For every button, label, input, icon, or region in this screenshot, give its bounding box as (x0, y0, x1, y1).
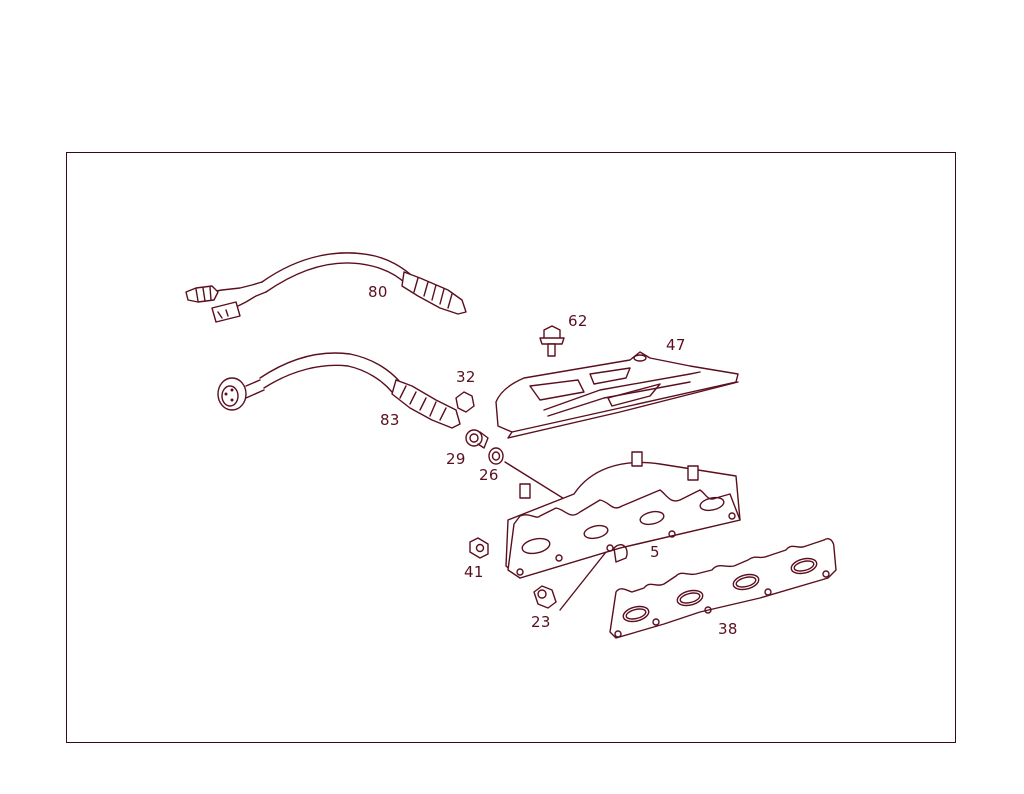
part-label-41: 41 (464, 563, 484, 581)
gasket-38-icon (609, 538, 837, 639)
plug-32-icon (455, 391, 475, 413)
exhaust-manifold-5-icon (505, 451, 741, 611)
part-label-26: 26 (479, 466, 499, 484)
part-label-62: 62 (568, 312, 588, 330)
nut-41-icon (469, 537, 489, 559)
part-label-32: 32 (456, 368, 476, 386)
heat-shield-47-icon (495, 351, 739, 439)
stud-23-icon (533, 585, 557, 609)
part-label-38: 38 (718, 620, 738, 638)
part-label-29: 29 (446, 450, 466, 468)
oxygen-sensor-80-icon (185, 252, 467, 323)
bolt-62-icon (539, 325, 565, 357)
part-label-23: 23 (531, 613, 551, 631)
fitting-29-icon (465, 429, 489, 449)
part-label-47: 47 (666, 336, 686, 354)
oxygen-sensor-83-icon (217, 352, 461, 429)
part-label-5: 5 (650, 543, 660, 561)
part-label-80: 80 (368, 283, 388, 301)
diagram-frame (66, 152, 956, 743)
part-label-83: 83 (380, 411, 400, 429)
